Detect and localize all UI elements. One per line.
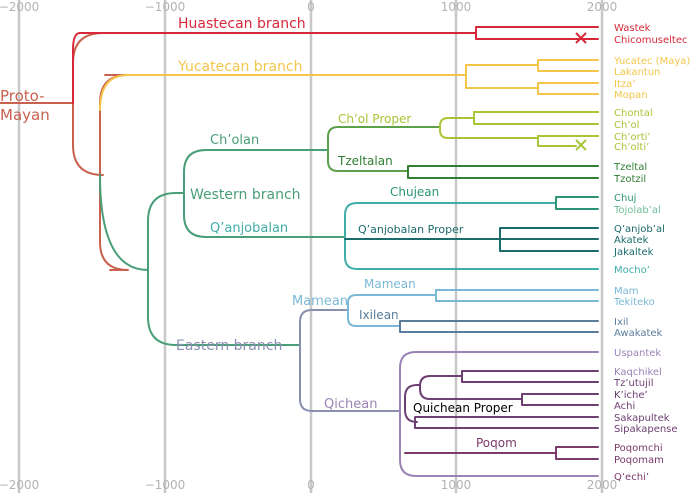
yucatec-lakantun: [537, 59, 599, 72]
clade-label-tzeltalan: Tzeltalan: [337, 154, 393, 168]
core-split: [99, 74, 129, 271]
language-label: Tzeltal: [613, 162, 647, 173]
chol-proper-split: [439, 117, 539, 139]
chorti-cholti: [537, 135, 599, 147]
language-label: Ixil: [614, 317, 628, 328]
axis-tick-label-bottom: 2000: [587, 478, 618, 492]
axis-tick-label-top: 2000: [587, 0, 618, 14]
axis-tick-label-bottom: 0: [307, 478, 315, 492]
language-label: Lakantun: [614, 67, 660, 78]
language-label: Ch’ol: [614, 120, 639, 131]
language-label: Ch’olti’: [614, 142, 649, 153]
axis-tick-label-top: −1000: [145, 0, 186, 14]
clade-label-ixilean: Ixilean: [359, 308, 399, 322]
language-label: Tz’utujil: [613, 378, 653, 389]
clade-label-proto_line1: Proto-: [0, 87, 45, 105]
language-label: Mopan: [614, 90, 648, 101]
language-label: K’iche’: [614, 390, 648, 401]
gridlines: [17, 0, 604, 493]
ixil-awakatek: [399, 320, 599, 333]
language-label: Poqomchi: [614, 443, 663, 454]
clade-label-quichean: Qichean: [324, 397, 377, 412]
language-label: Chicomuseltec: [614, 35, 688, 46]
axis-tick-label-bottom: −2000: [0, 478, 39, 492]
quichean-split: [399, 351, 599, 477]
clade-label-eastern: Eastern branch: [176, 338, 282, 354]
language-label: Uspantek: [614, 348, 661, 359]
extinct-marker: [575, 139, 587, 151]
language-label: Poqomam: [614, 455, 664, 466]
itza-mopan: [537, 82, 599, 95]
language-label: Kaqchikel: [614, 367, 662, 378]
mamean-split: [347, 294, 437, 327]
clade-label-poqom: Poqom: [476, 436, 517, 450]
axis-tick-label-bottom: −1000: [145, 478, 186, 492]
time-axis: −2000 −2000 −1000 −1000 0 0 1000 1000 2000 2000: [0, 0, 617, 492]
language-label: Q’echi’: [614, 472, 649, 483]
chujean-split: [555, 196, 599, 210]
clade-label-mamean: Mamean: [364, 277, 416, 291]
west-east-split: [147, 192, 301, 346]
clade-label-chol_proper: Ch’ol Proper: [338, 112, 411, 126]
language-label: Jakaltek: [613, 247, 654, 258]
language-label: Tzotzil: [613, 174, 646, 185]
eastern-split: [299, 309, 401, 412]
language-label: Awakatek: [614, 328, 663, 339]
kaqchikel-tzutujil: [461, 370, 599, 383]
yucatecan-branch: [99, 74, 467, 111]
axis-tick-label-top: 1000: [441, 0, 472, 14]
clade-label-proto_line2: Mayan: [0, 106, 50, 124]
western-split: [183, 149, 346, 238]
language-label: Chontal: [614, 108, 653, 119]
root-split: [72, 32, 111, 176]
clade-label-yucatecan: Yucatecan branch: [177, 59, 302, 75]
clade-label-cholan: Ch’olan: [210, 133, 259, 148]
language-label: Tojolab’al: [613, 205, 661, 216]
language-label: Wastek: [614, 23, 651, 34]
branches: [0, 26, 599, 477]
chontal-chol: [473, 111, 599, 125]
sakapultek-sipakapense: [414, 416, 599, 429]
extinct-marker: [575, 32, 587, 44]
language-label: Ch’orti’: [614, 132, 651, 143]
language-label: Q’anjob’al: [614, 224, 665, 235]
mam-tekiteko: [435, 289, 599, 302]
qp-inner: [419, 375, 523, 400]
core-to-we: [99, 174, 149, 271]
clade-label-huastecan: Huastecan branch: [178, 16, 306, 32]
quichean-proper-split: [404, 384, 421, 423]
language-label: Itza’: [614, 79, 635, 90]
axis-tick-label-top: 0: [307, 0, 315, 14]
huastecan-split: [475, 26, 599, 40]
language-label: Akatek: [614, 235, 649, 246]
clade-label-chujean: Chujean: [390, 185, 439, 199]
clade-label-qanjobalan_proper: Q’anjobalan Proper: [358, 223, 464, 236]
language-label: Tekiteko: [613, 297, 655, 308]
poqom-split: [555, 446, 599, 460]
kiche-achi: [521, 393, 599, 406]
clade-label-quichean_proper: Quichean Proper: [413, 401, 513, 415]
language-label: Mam: [614, 286, 639, 297]
cholan-split: [327, 126, 441, 172]
language-label: Sakapultek: [614, 413, 670, 424]
language-label: Sipakapense: [614, 424, 678, 435]
language-label: Chuj: [614, 193, 636, 204]
clade-label-western: Western branch: [190, 187, 301, 203]
language-label: Yucatec (Maya): [613, 56, 690, 67]
language-label: Achi: [614, 401, 635, 412]
clade-label-mamean_main: Mamean: [292, 294, 348, 309]
qanjobalan-split: [344, 202, 599, 270]
clade-label-qanjobalan: Q’anjobalan: [210, 221, 288, 236]
axis-tick-label-top: −2000: [0, 0, 39, 14]
yucatecan-split: [465, 64, 539, 89]
tzeltalan-split: [407, 165, 599, 179]
axis-tick-label-bottom: 1000: [441, 478, 472, 492]
huastecan-stem: [72, 32, 81, 104]
language-label: Mocho’: [614, 265, 650, 276]
